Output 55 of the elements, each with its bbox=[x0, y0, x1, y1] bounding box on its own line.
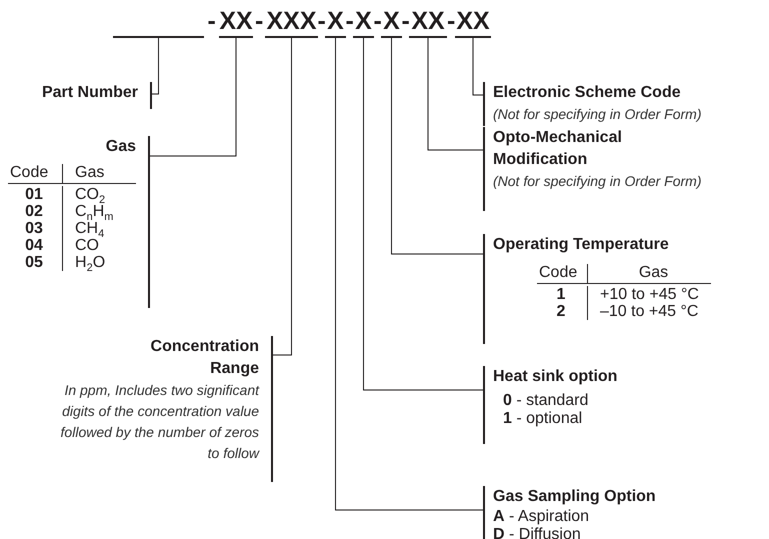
field-heading: Gas Sampling Option bbox=[493, 487, 656, 507]
code-segment: XX bbox=[409, 6, 447, 38]
option-item: A - Aspiration bbox=[493, 508, 590, 526]
option-value: –10 to +45 °C bbox=[587, 303, 711, 320]
option-item: 0 - standard bbox=[503, 392, 588, 410]
field-note: (Not for specifying in Order Form) bbox=[493, 172, 702, 191]
code-value: 03 bbox=[24, 220, 44, 237]
leader-line bbox=[428, 38, 484, 150]
field-note: (Not for specifying in Order Form) bbox=[493, 105, 702, 124]
table-header: Gas bbox=[587, 264, 711, 284]
code-segment: XX bbox=[219, 6, 253, 38]
field-note: In ppm, Includes two significant digits of the concentration value followed by the number of zeros to follow bbox=[60, 381, 259, 463]
field-heading: Heat sink option bbox=[493, 367, 618, 387]
separator-dash: - bbox=[318, 6, 326, 36]
separator-dash: - bbox=[208, 6, 216, 36]
code-segment: XXX bbox=[265, 6, 318, 38]
separator-dash: - bbox=[447, 6, 456, 36]
separator-dash: - bbox=[346, 6, 354, 36]
option-value: C$_{n}$H$_{m}$ bbox=[62, 203, 136, 220]
option-value: CO bbox=[62, 237, 136, 254]
code-value: 02 bbox=[24, 203, 44, 220]
leader-line bbox=[472, 38, 484, 96]
code-value: 04 bbox=[24, 237, 44, 254]
leader-line bbox=[152, 38, 159, 94]
separator-dash: - bbox=[255, 6, 264, 36]
table-header: Code bbox=[8, 164, 62, 184]
option-value: CH$_{4}$ bbox=[62, 220, 136, 237]
leader-line bbox=[391, 38, 484, 254]
leader-line bbox=[150, 38, 236, 156]
leader-line bbox=[272, 38, 292, 356]
option-value: +10 to +45 °C bbox=[587, 286, 711, 303]
separator-dash: - bbox=[402, 6, 410, 36]
code-segment: XX bbox=[455, 6, 491, 38]
field-heading: Operating Temperature bbox=[493, 235, 669, 255]
separator-dash: - bbox=[374, 6, 382, 36]
field-heading: Opto-Mechanical Modification bbox=[493, 128, 623, 170]
field-heading: Electronic Scheme Code bbox=[493, 83, 681, 103]
code-value: 2 bbox=[556, 303, 566, 320]
code-value: 01 bbox=[24, 186, 44, 203]
code-segment: X bbox=[325, 6, 346, 38]
code-segment: X bbox=[381, 6, 402, 38]
field-heading: Part Number bbox=[42, 83, 138, 103]
table-header: Code bbox=[537, 264, 587, 284]
option-item: 1 - optional bbox=[503, 410, 582, 428]
option-value: H$_{2}$O bbox=[62, 254, 136, 271]
option-item: D - Diffusion bbox=[493, 526, 581, 539]
field-heading: Gas bbox=[106, 137, 136, 157]
table-header: Gas bbox=[62, 164, 136, 184]
leader-line bbox=[335, 38, 484, 510]
option-value: CO$_{2}$ bbox=[62, 186, 136, 203]
code-value: 05 bbox=[24, 254, 44, 271]
field-heading: Concentration Range bbox=[150, 337, 259, 379]
leader-line bbox=[363, 38, 484, 390]
code-value: 1 bbox=[556, 286, 566, 303]
code-segment: X bbox=[353, 6, 374, 38]
